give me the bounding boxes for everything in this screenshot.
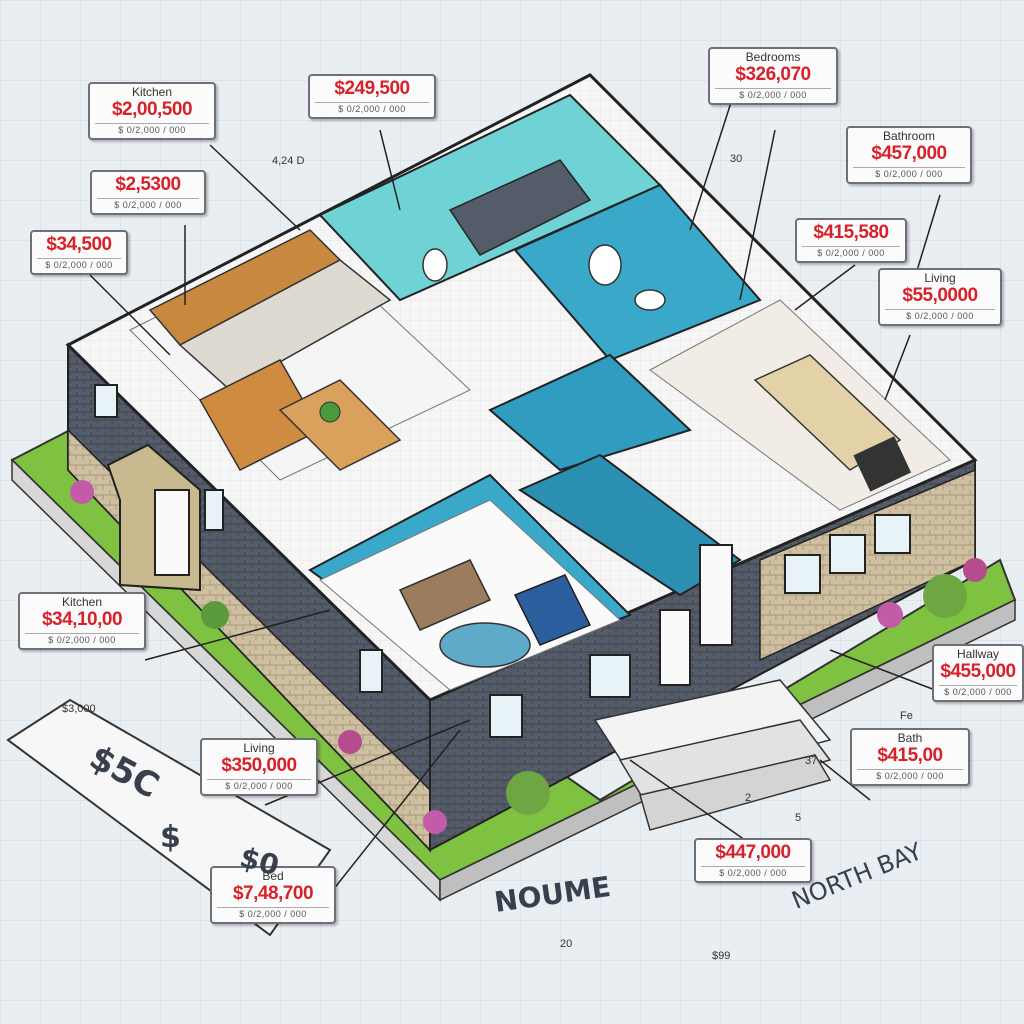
window-left-5 <box>589 654 631 698</box>
tag-bath-bottom-label: Bath <box>897 731 923 745</box>
bush <box>877 602 903 628</box>
tag-bottom-price: $447,000 <box>715 842 791 863</box>
tag-living-right: Living $55,0000 $ 0/2,000 / 000 <box>878 268 1002 326</box>
tag-bed-bottom-sub: $ 0/2,000 / 000 <box>217 907 329 919</box>
dimension-note: 5 <box>795 812 802 824</box>
tag-bed-bottom: Bed $7,48,700 $ 0/2,000 / 000 <box>210 866 336 924</box>
tag-bath-bottom: Bath $415,00 $ 0/2,000 / 000 <box>850 728 970 786</box>
toilet <box>588 244 622 286</box>
tag-kitchen-left: Kitchen $34,10,00 $ 0/2,000 / 000 <box>18 592 146 650</box>
window-left-1 <box>94 384 118 418</box>
tag-bottom: $447,000 $ 0/2,000 / 000 <box>694 838 812 883</box>
window-right-2 <box>829 534 866 574</box>
tag-kitchen-label: Kitchen <box>131 85 173 99</box>
dimension-note: 2 <box>745 792 752 804</box>
tag-bathroom: Bathroom $457,000 $ 0/2,000 / 000 <box>846 126 972 184</box>
hall-wall <box>488 353 692 472</box>
tag-kitchen-left-label: Kitchen <box>61 595 103 609</box>
tag-left-2-price: $2,5300 <box>115 174 181 195</box>
tag-mid-price: $415,580 <box>813 222 889 243</box>
tag-left-3-price: $34,500 <box>46 234 112 255</box>
tag-bath-bottom-sub: $ 0/2,000 / 000 <box>857 769 963 781</box>
side-door <box>154 489 190 576</box>
dimension-note: 4,24 D <box>272 155 305 167</box>
center-wall <box>517 453 742 597</box>
window-right-1 <box>784 554 821 594</box>
tag-bedrooms-price: $326,070 <box>735 64 811 85</box>
tag-left-3: $34,500 $ 0/2,000 / 000 <box>30 230 128 275</box>
tag-hallway-label: Hallway <box>956 647 999 661</box>
tag-living-right-sub: $ 0/2,000 / 000 <box>885 309 995 321</box>
tag-bed-bottom-label: Bed <box>262 869 284 883</box>
card-sub-symbol: $ <box>160 820 181 855</box>
tv-stand <box>853 436 912 492</box>
bush <box>963 558 987 582</box>
bush <box>70 480 94 504</box>
window-right-3 <box>874 514 911 554</box>
tag-hallway: Hallway $455,000 $ 0/2,000 / 000 <box>932 644 1024 702</box>
bush <box>423 810 447 834</box>
bush <box>506 771 550 815</box>
tag-left-2-sub: $ 0/2,000 / 000 <box>97 198 199 210</box>
tag-bed-bottom-price: $7,48,700 <box>232 883 314 904</box>
rug-round <box>439 622 531 668</box>
tag-left-2: $2,5300 $ 0/2,000 / 000 <box>90 170 206 215</box>
dimension-note: 30 <box>730 153 743 165</box>
tag-bath-bottom-price: $415,00 <box>877 745 943 766</box>
back-counter <box>448 159 592 256</box>
tag-living-bottom-sub: $ 0/2,000 / 000 <box>207 779 311 791</box>
tag-bedrooms-label: Bedrooms <box>745 50 801 64</box>
armchair-blue <box>513 574 592 646</box>
dining-table <box>278 379 402 471</box>
tag-kitchen-left-sub: $ 0/2,000 / 000 <box>25 633 139 645</box>
tag-kitchen-left-price: $34,10,00 <box>41 609 123 630</box>
dimension-note: Fe <box>900 710 913 722</box>
tag-top: $249,500 $ 0/2,000 / 000 <box>308 74 436 119</box>
front-door <box>659 609 691 686</box>
dimension-note: 37 <box>805 755 818 767</box>
tag-living-right-label: Living <box>924 271 956 285</box>
dimension-note: 20 <box>560 938 573 950</box>
floor-plate <box>65 73 978 702</box>
bush <box>201 601 229 629</box>
tag-hallway-price: $455,000 <box>940 661 1016 682</box>
tag-bedrooms: Bedrooms $326,070 $ 0/2,000 / 000 <box>708 47 838 105</box>
sofa-brown <box>398 559 492 631</box>
tag-bathroom-label: Bathroom <box>882 129 936 143</box>
plant <box>319 401 341 423</box>
tag-kitchen-price: $2,00,500 <box>111 99 193 120</box>
window-left-2 <box>204 489 224 531</box>
front-door-2 <box>699 544 733 646</box>
sofa-right <box>753 354 902 471</box>
toilet-top <box>422 248 448 282</box>
basin <box>634 289 666 311</box>
window-left-3 <box>359 649 383 693</box>
tag-bathroom-price: $457,000 <box>871 143 947 164</box>
card-price-note: $3,000 <box>62 703 96 715</box>
tag-kitchen: Kitchen $2,00,500 $ 0/2,000 / 000 <box>88 82 216 140</box>
leader-lines <box>89 89 941 901</box>
tag-top-sub: $ 0/2,000 / 000 <box>315 102 429 114</box>
tag-bathroom-sub: $ 0/2,000 / 000 <box>853 167 965 179</box>
tag-living-right-price: $55,0000 <box>902 285 978 306</box>
tag-bedrooms-sub: $ 0/2,000 / 000 <box>715 88 831 100</box>
front-step-3 <box>639 754 832 831</box>
tag-hallway-sub: $ 0/2,000 / 000 <box>939 685 1017 697</box>
tag-left-3-sub: $ 0/2,000 / 000 <box>37 258 121 270</box>
tag-mid: $415,580 $ 0/2,000 / 000 <box>795 218 907 263</box>
bush <box>923 574 967 618</box>
tag-top-price: $249,500 <box>334 78 410 99</box>
tag-living-bottom-price: $350,000 <box>221 755 297 776</box>
window-left-4 <box>489 694 523 738</box>
tag-living-bottom: Living $350,000 $ 0/2,000 / 000 <box>200 738 318 796</box>
dimension-note: $99 <box>712 950 731 962</box>
tag-living-bottom-label: Living <box>243 741 275 755</box>
tag-bottom-sub: $ 0/2,000 / 000 <box>701 866 805 878</box>
tag-kitchen-sub: $ 0/2,000 / 000 <box>95 123 209 135</box>
tag-mid-sub: $ 0/2,000 / 000 <box>802 246 900 258</box>
bush <box>338 730 362 754</box>
bath-wall <box>513 183 762 362</box>
kitchen-counter <box>178 259 392 391</box>
